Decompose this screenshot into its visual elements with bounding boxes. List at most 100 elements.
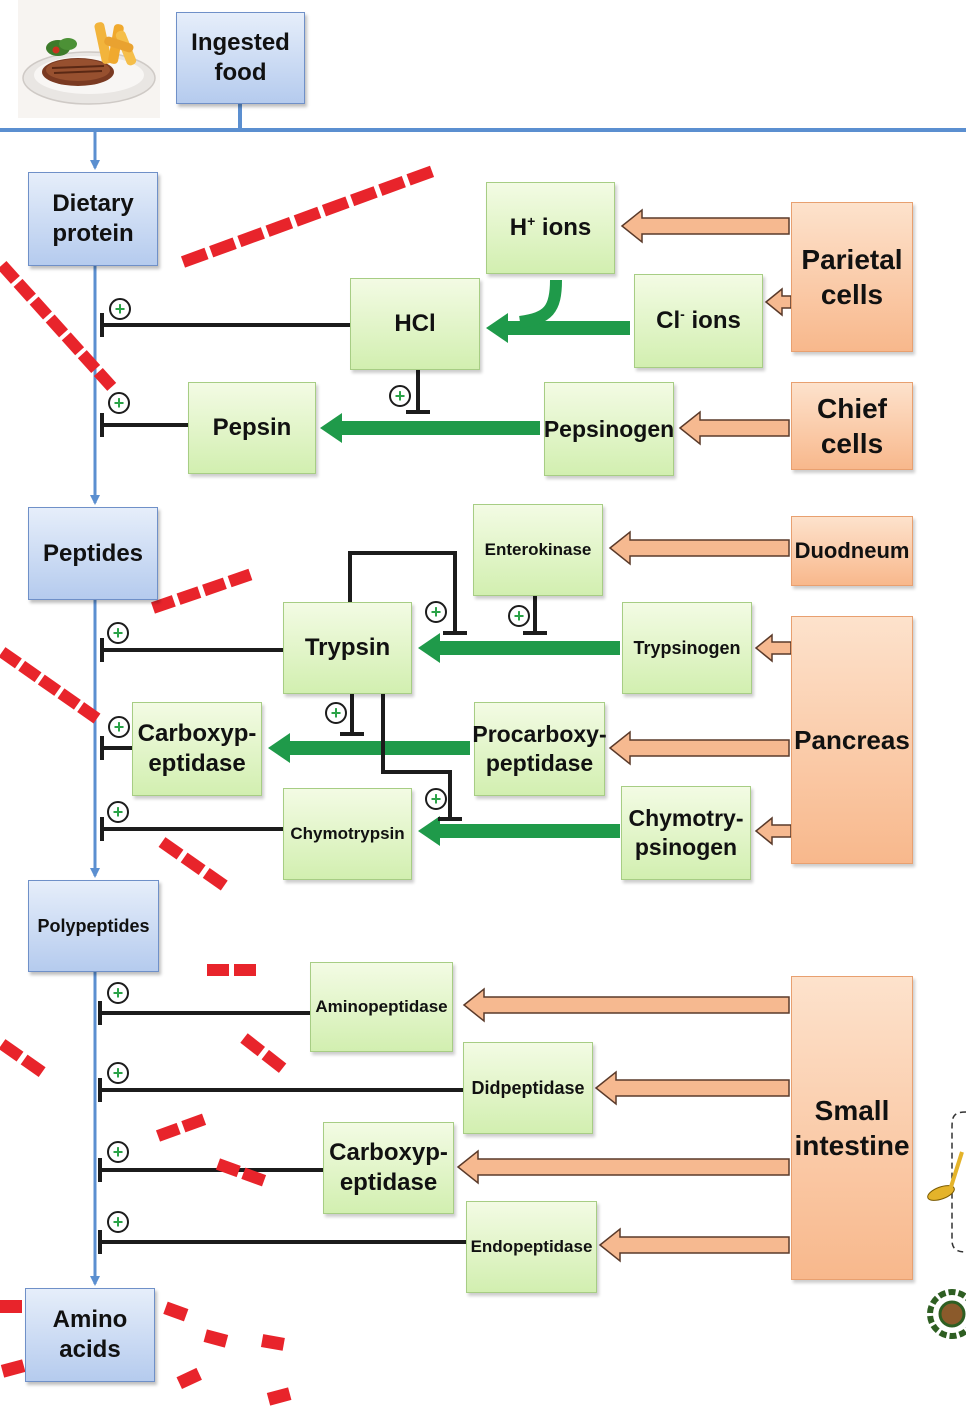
amino-acid-fragment-42 [203,1329,229,1348]
peptide-fragment-16 [93,367,117,391]
plus-badge-3: + [389,385,411,407]
enterokinase-node: Enterokinase [473,504,603,596]
pepsinogen-node: Pepsinogen [544,382,674,476]
peptide-fragment-23 [37,674,62,696]
secretion-arrow-didpeptidase [594,1070,790,1106]
peptide-fragment-30 [234,964,256,976]
peptide-fragment-18 [176,586,202,605]
peptide-fragment-35 [155,1122,181,1142]
action-line-trypsin-chymo [381,694,462,821]
h-ions-word: ions [535,214,592,241]
pancreas-node: Pancreas [791,616,913,864]
peptide-fragment-17 [151,595,176,614]
steak-plate-image [18,0,160,118]
peptide-fragment-1 [180,247,209,268]
peptide-fragment-33 [0,1039,24,1062]
svg-text:+: + [115,299,126,319]
peptide-fragment-13 [45,314,69,338]
peptide-fragment-11 [13,278,36,302]
peptide-fragment-8 [378,175,406,196]
plus-badge-4: + [425,601,447,623]
cl-ions-node: Cl- ions [634,274,763,368]
peptide-fragment-2 [209,237,237,258]
protein-complex-shape [927,1289,966,1339]
peptide-fragment-27 [180,852,206,876]
secretion-arrow-procarboxypeptidase [608,730,790,766]
svg-text:+: + [113,623,124,643]
activation-arrow-procarboxy-to-carboxy [268,733,470,763]
plus-badge-13: + [107,1141,129,1163]
peptide-fragment-6 [321,196,350,217]
peptide-fragment-22 [18,660,42,683]
transporter-shape [927,1185,955,1201]
trypsin-node: Trypsin [283,602,412,694]
carboxypeptidase-pancreatic-node: Carboxyp- eptidase [132,702,262,796]
svg-text:+: + [431,602,442,622]
amino-acids-node: Amino acids [25,1288,155,1382]
peptide-fragment-4 [265,217,294,237]
peptide-fragment-36 [181,1113,207,1133]
plus-badge-12: + [107,1062,129,1084]
small-intestine-node: Small intestine [791,976,913,1280]
action-line-hcl-pepsinogen [406,370,430,414]
action-line-chymotrypsin [100,817,283,841]
plus-badge-11: + [107,982,129,1004]
dietary-protein-node: Dietary protein [28,172,158,266]
trypsinogen-node: Trypsinogen [622,602,752,694]
peptide-fragment-21 [0,647,22,669]
peptide-fragments [0,165,435,1406]
plus-badge-8: + [108,716,130,738]
activation-arrow-pepsinogen-to-pepsin [320,413,540,443]
peptide-fragment-38 [241,1167,267,1187]
plus-badge-14: + [107,1211,129,1233]
carboxypeptidase-intestinal-node: Carboxyp- eptidase [323,1122,454,1214]
amino-acid-fragment-43 [260,1334,285,1351]
cl-ions-symbol: Cl [656,307,681,334]
action-line-endopeptidase [98,1230,466,1254]
plus-badge-2: + [108,392,130,414]
secretion-arrow-duodenum [608,530,790,566]
peptides-node: Peptides [28,507,158,600]
svg-text:+: + [431,789,442,809]
plus-badge-10: + [107,801,129,823]
action-line-didpeptidase [98,1078,463,1102]
secretion-arrow-aminopeptidase [462,987,790,1023]
action-line-trypsin-procarboxy [340,694,364,736]
peptide-fragment-10 [0,260,20,284]
peptide-fragment-29 [207,964,229,976]
endopeptidase-node: Endopeptidase [466,1201,597,1293]
action-line-trypsin [100,638,283,662]
secretion-arrow-parietal-h [620,208,790,244]
svg-text:+: + [395,386,406,406]
chief-cells-node: Chief cells [791,382,913,470]
chymotrypsin-node: Chymotrypsin [283,788,412,880]
polypeptides-node: Polypeptides [28,880,159,972]
activation-arrow-trypsinogen-to-trypsin [418,633,620,663]
plus-badge-6: + [107,622,129,644]
peptide-fragment-37 [215,1158,241,1178]
procarboxypeptidase-node: Procarboxy- peptidase [472,702,607,796]
peptide-fragment-28 [202,868,228,891]
svg-text:+: + [113,1142,124,1162]
plus-badge-9: + [425,788,447,810]
peptide-fragment-24 [57,688,81,710]
peptide-fragment-9 [406,165,435,186]
hcl-node: HCl [350,278,480,370]
transporter-stem [948,1151,964,1191]
duodenum-node: Duodneum [791,516,913,586]
secretion-arrows [456,208,792,1263]
plus-badge-7: + [325,702,347,724]
action-line-carboxypeptidase-2 [98,1158,323,1182]
secretion-arrow-trypsinogen [754,633,792,663]
peptide-fragment-25 [77,702,101,724]
activation-arrow-chymotrypsinogen-to-chymotrypsin [418,816,620,846]
h-ions-charge: + [527,213,536,229]
plus-badges: ++++++++++++++ [107,298,530,1233]
amino-acid-fragment-44 [176,1367,202,1389]
amino-acid-fragment-41 [163,1301,189,1322]
peptide-fragment-7 [350,186,378,207]
action-line-pepsin [100,413,188,437]
aminopeptidase-node: Aminopeptidase [310,962,453,1052]
